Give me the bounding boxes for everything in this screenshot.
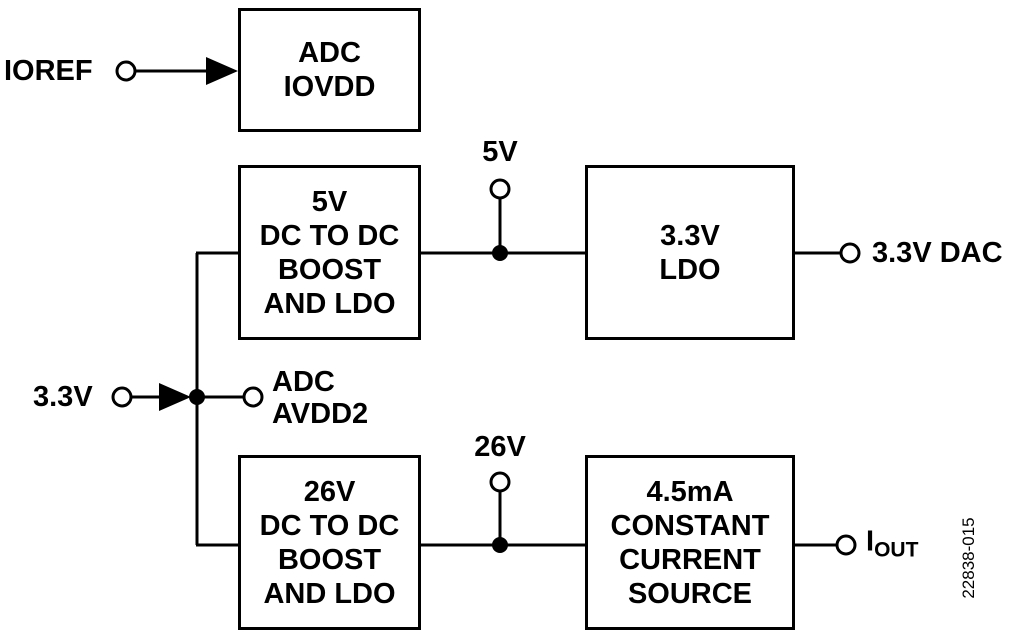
label-iout-main: I [866,525,875,558]
block-line: 26V [303,475,356,508]
block-line: BOOST [277,253,382,286]
block-line: AND LDO [263,577,396,610]
block-line: CONSTANT [610,509,770,542]
label-5v-rail: 5V [482,136,518,168]
junction-dot-26v [492,537,508,553]
block-line: 3.3V [660,219,720,252]
block-line: 4.5mA [646,475,734,508]
terminal-circle-adc-avdd2 [242,386,264,408]
label-ioref: IOREF [4,55,93,87]
junction-dot-5v [492,245,508,261]
block-line: ADC [298,37,361,69]
block-line: CURRENT [619,543,761,576]
label-line: ADC [272,366,335,398]
block-line: DC TO DC [259,219,400,252]
label-adc-avdd2: ADC AVDD2 [272,366,368,430]
block-adc-iovdd: ADC IOVDD [238,8,421,132]
terminal-circle-26v-rail [489,471,511,493]
label-line: AVDD2 [272,398,369,430]
label-3v3-dac: 3.3V DAC [872,237,1003,269]
block-line: BOOST [277,543,382,576]
arrowhead-ioref [206,57,238,85]
block-line: AND LDO [263,287,396,320]
block-26v-boost: 26V DC TO DC BOOST AND LDO [238,455,421,630]
figure-number: 22838-015 [959,517,978,599]
block-5v-boost: 5V DC TO DC BOOST AND LDO [238,165,421,340]
terminal-circle-3v3-supply [111,386,133,408]
label-3v3-supply: 3.3V [33,381,93,413]
junction-dot-3v3 [189,389,205,405]
block-line: IOVDD [283,71,376,103]
terminal-circle-5v-rail [489,178,511,200]
block-3v3-ldo: 3.3V LDO [585,165,795,340]
terminal-circle-3v3-dac [839,242,861,264]
label-26v-rail: 26V [474,431,526,463]
terminal-circle-iout [835,534,857,556]
label-iout: IOUT [866,526,918,567]
block-current-source: 4.5mA CONSTANT CURRENT SOURCE [585,455,795,630]
arrowhead-3v3-input [159,383,191,411]
block-line: 5V [311,185,348,218]
block-line: DC TO DC [259,509,400,542]
block-line: SOURCE [627,577,753,610]
terminal-circle-ioref [115,60,137,82]
block-line: LDO [659,253,721,286]
label-iout-subscript: OUT [874,538,919,562]
